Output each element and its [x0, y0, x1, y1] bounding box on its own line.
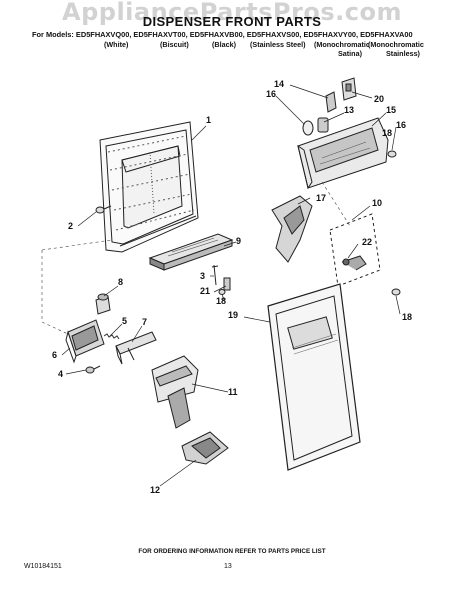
- part-9-drip-tray: [148, 233, 234, 271]
- callout-17: 17: [316, 193, 327, 203]
- part-10-valve-bracket: [329, 213, 381, 287]
- variant-biscuit: (Biscuit): [160, 40, 189, 49]
- part-15-control-housing: [297, 117, 389, 190]
- part-5-spring: [103, 333, 120, 340]
- callout-11: 11: [228, 387, 238, 397]
- variant-white: (White): [104, 40, 129, 49]
- part-19-front-panel: [267, 283, 361, 471]
- callout-22: 22: [362, 237, 373, 247]
- part-3-pin: [211, 264, 219, 286]
- callout-16-right: 16: [396, 120, 407, 130]
- callout-6: 6: [52, 350, 58, 360]
- callout-10: 10: [372, 198, 383, 208]
- watermark: AppliancePartsPros.com: [62, 0, 402, 26]
- page-title: DISPENSER FRONT PARTS: [142, 14, 322, 29]
- callout-19: 19: [228, 310, 239, 320]
- callout-3: 3: [200, 271, 206, 281]
- callout-16-top: 16: [266, 89, 277, 99]
- callout-12: 12: [150, 485, 161, 495]
- part-21-clip: [223, 277, 231, 291]
- callout-4: 4: [58, 369, 64, 379]
- callout-18-center: 18: [216, 296, 227, 306]
- page-number: 13: [224, 563, 232, 570]
- part-8-switch: [95, 293, 111, 315]
- callout-9: 9: [236, 236, 242, 246]
- part-16-bulb: [302, 120, 314, 136]
- document-number: W10184151: [24, 563, 62, 570]
- callout-18-upper: 18: [382, 128, 393, 138]
- part-11-chute-lever: [151, 355, 199, 429]
- callout-8: 8: [118, 277, 124, 287]
- part-20-bracket: [341, 77, 357, 101]
- part-22-water-lever: [341, 255, 367, 271]
- part-17-funnel: [271, 195, 313, 263]
- model-list: For Models: ED5FHAXVQ00, ED5FHAXVT00, ED…: [32, 30, 413, 39]
- callout-13: 13: [344, 105, 355, 115]
- callout-5: 5: [122, 316, 128, 326]
- part-2-screw: [95, 205, 112, 214]
- callout-20: 20: [374, 94, 385, 104]
- part-7-bracket: [115, 331, 157, 365]
- part-16-screw: [387, 150, 397, 158]
- variant-monochromatic-satina: (Monochromatic: [314, 40, 370, 49]
- callout-18-right: 18: [402, 312, 413, 322]
- part-18-screw-right: [391, 288, 401, 296]
- callout-1: 1: [206, 115, 212, 125]
- variant-stainless-steel: (Stainless Steel): [250, 40, 306, 49]
- variant-monochromatic-stainless: (Monochromatic: [368, 40, 424, 49]
- part-12-chute-door: [181, 431, 229, 465]
- variant-black: (Black): [212, 40, 236, 49]
- callout-2: 2: [68, 221, 74, 231]
- callout-leader-lines: [61, 84, 401, 487]
- callout-15: 15: [386, 105, 397, 115]
- variant-stainless: Stainless): [386, 49, 420, 58]
- callout-7: 7: [142, 317, 148, 327]
- part-18-screw-left: [218, 289, 226, 295]
- callout-14: 14: [274, 79, 285, 89]
- part-4-screw: [85, 365, 101, 374]
- variant-satina: Satina): [338, 49, 362, 58]
- callout-21: 21: [200, 286, 211, 296]
- assembly-guide-lines: [41, 181, 351, 335]
- part-13-light-socket: [317, 117, 329, 133]
- ordering-info: FOR ORDERING INFORMATION REFER TO PARTS …: [138, 548, 326, 555]
- part-6-switch-housing: [65, 319, 105, 364]
- part-14-actuator: [325, 91, 337, 113]
- part-1-dispenser-housing: [99, 121, 199, 253]
